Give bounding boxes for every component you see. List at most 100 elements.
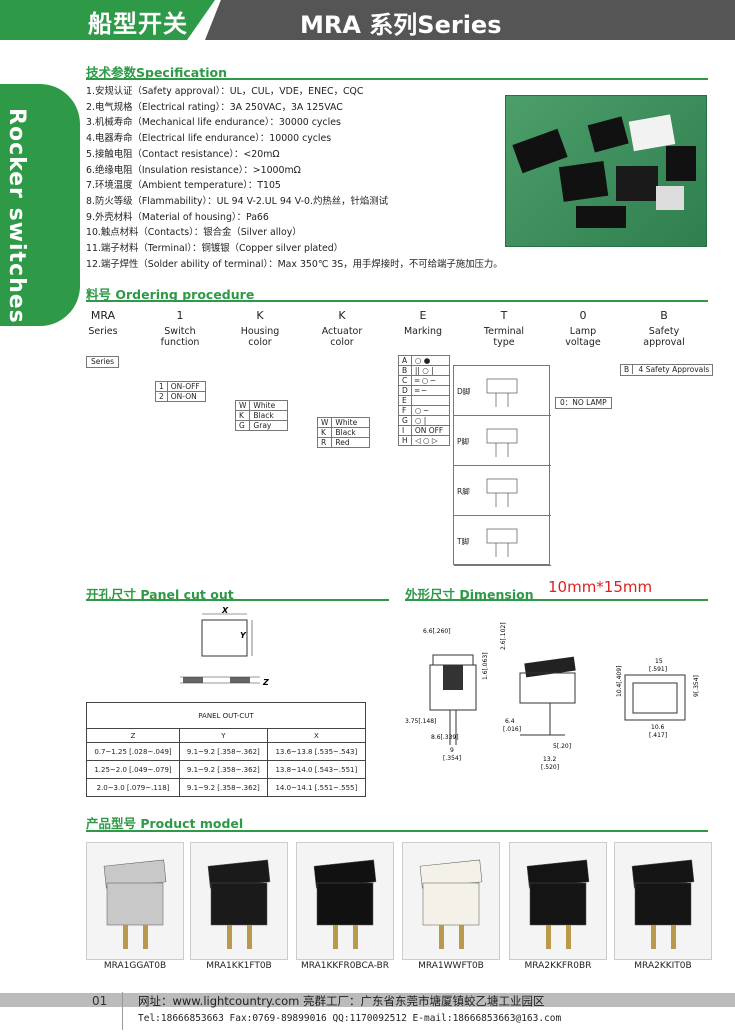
table-cell: 0.7~1.25 [.028~.049] xyxy=(86,742,180,761)
product-model-label: MRA1WWFT0B xyxy=(418,961,484,971)
switch-illustration xyxy=(419,859,483,949)
spec-item: 3.机械寿命（Mechanical life endurance）：30000 … xyxy=(86,117,341,129)
ordering-label: Series xyxy=(68,326,138,337)
ordering-label-line1: Marking xyxy=(403,326,443,337)
spec-item: 8.防火等级（Flammability）：UL 94 V-2.UL 94 V-0… xyxy=(86,195,388,207)
table-cell: 1 xyxy=(155,381,168,392)
table-cell: ○ ● xyxy=(410,355,450,366)
footer-separator xyxy=(122,992,123,1030)
dim-label: 2.6[.102] xyxy=(500,622,507,650)
lamp-voltage-box: 0：NO LAMP xyxy=(555,397,612,409)
dim-label: 15 xyxy=(655,658,663,665)
header-right-title: MRA 系列Series xyxy=(300,11,502,39)
dim-label: [.354] xyxy=(443,755,461,762)
product-photo xyxy=(86,842,184,960)
ordering-label-line2: color xyxy=(248,337,272,348)
table-cell: W xyxy=(234,400,251,411)
table-cell: Gray xyxy=(249,420,289,431)
table-row: C═ ○ ─ xyxy=(398,375,450,386)
dim-label: 13.2 xyxy=(543,756,557,763)
ordering-code: 1 xyxy=(176,309,184,322)
product-photo xyxy=(296,842,394,960)
panel-cutout-drawing: X Y Z xyxy=(180,606,269,687)
ordering-label-line1: Lamp xyxy=(569,326,597,337)
table-row: B|| ○ | xyxy=(398,365,450,376)
ordering-code: 0 xyxy=(579,309,587,322)
ordering-label-line1: Housing xyxy=(240,326,280,337)
footer-web: 网址：www.lightcountry.com 亮群工厂：广东省东莞市塘厦镇蛟乙… xyxy=(138,994,545,1008)
table-cell xyxy=(410,395,450,406)
terminal-row: T脚 xyxy=(454,516,551,566)
spec-item: 7.环境温度（Ambient temperature）：T105 xyxy=(86,180,281,192)
approval-box: B 4 Safety Approvals xyxy=(620,364,714,376)
terminal-row: D脚 xyxy=(454,366,551,416)
product-model-label: MRA2KKFR0BR xyxy=(524,961,592,971)
switch-illustration xyxy=(103,859,167,949)
product-photo xyxy=(190,842,288,960)
approval-code: B xyxy=(621,365,634,374)
dim-label: 5[.20] xyxy=(553,743,571,750)
table-cell: 2.0~3.0 [.079~.118] xyxy=(86,778,180,797)
table-cell: || ○ | xyxy=(410,365,450,376)
series-box: Series xyxy=(86,356,120,368)
dim-label: 6.6[.260] xyxy=(423,628,451,635)
product-title: 产品型号 Product model xyxy=(86,816,244,831)
terminal-row: R脚 xyxy=(454,466,551,516)
dim-label: [.417] xyxy=(649,732,667,739)
ordering-label-line2: function xyxy=(160,337,200,348)
product-photo xyxy=(509,842,607,960)
dimension-drawing: 6.6[.260] 2.6[.102] 1.6[.063] 3.75[.148]… xyxy=(405,622,700,771)
product-photo xyxy=(402,842,500,960)
ordering-divider xyxy=(86,300,708,302)
table-cell: ◁ ○ ▷ xyxy=(410,435,450,446)
spec-item: 1.安规认证（Safety approval）：UL，CUL，VDE，ENEC，… xyxy=(86,86,364,97)
ordering-code: MRA xyxy=(90,309,116,322)
spec-divider xyxy=(86,78,708,80)
table-cell: ═ ○ ─ xyxy=(410,375,450,386)
panel-table-title: PANEL OUT-CUT xyxy=(86,702,366,729)
switch-illustration xyxy=(207,859,271,949)
table-cell: B xyxy=(398,365,412,376)
dim-label: 10.6 xyxy=(651,724,665,731)
dim-label: [.016] xyxy=(503,726,521,733)
ordering-title: 料号 Ordering procedure xyxy=(86,287,255,302)
table-cell: 9.1~9.2 [.358~.362] xyxy=(179,760,268,779)
terminal-drawing xyxy=(486,428,518,457)
panel-divider xyxy=(86,599,389,601)
spec-item: 11.端子材料（Terminal）：铜镀银（Copper silver plat… xyxy=(86,243,344,255)
product-divider xyxy=(86,830,708,832)
spec-item: 6.绝缘电阻（Insulation resistance）：>1000mΩ xyxy=(86,164,301,176)
spec-item: 2.电气规格（Electrical rating）：3A 250VAC，3A 1… xyxy=(86,101,343,113)
ordering-code: K xyxy=(338,309,346,322)
ordering-code: T xyxy=(500,309,508,322)
dimension-title: 外形尺寸 Dimension xyxy=(405,587,534,602)
ordering-label-line2: approval xyxy=(643,337,685,348)
spec-title: 技术参数Specification xyxy=(86,65,227,80)
approval-label: 4 Safety Approvals xyxy=(638,365,710,374)
ordering-label-line2: color xyxy=(330,337,354,348)
switch-illustration xyxy=(631,859,695,949)
switches-photo-illustration xyxy=(512,114,696,228)
panel-title: 开孔尺寸 Panel cut out xyxy=(86,587,234,602)
ordering-label-line1: Actuator xyxy=(321,326,363,337)
table-cell: K xyxy=(316,427,333,438)
header-right-band xyxy=(205,0,735,40)
spec-item: 4.电器寿命（Electrical life endurance）：10000 … xyxy=(86,133,332,145)
table-cell: A xyxy=(398,355,412,366)
table-cell: G xyxy=(398,415,412,426)
table-cell: Black xyxy=(331,427,371,438)
dim-label: 9[.354] xyxy=(693,675,700,697)
panel-table-header: Z xyxy=(86,728,180,743)
